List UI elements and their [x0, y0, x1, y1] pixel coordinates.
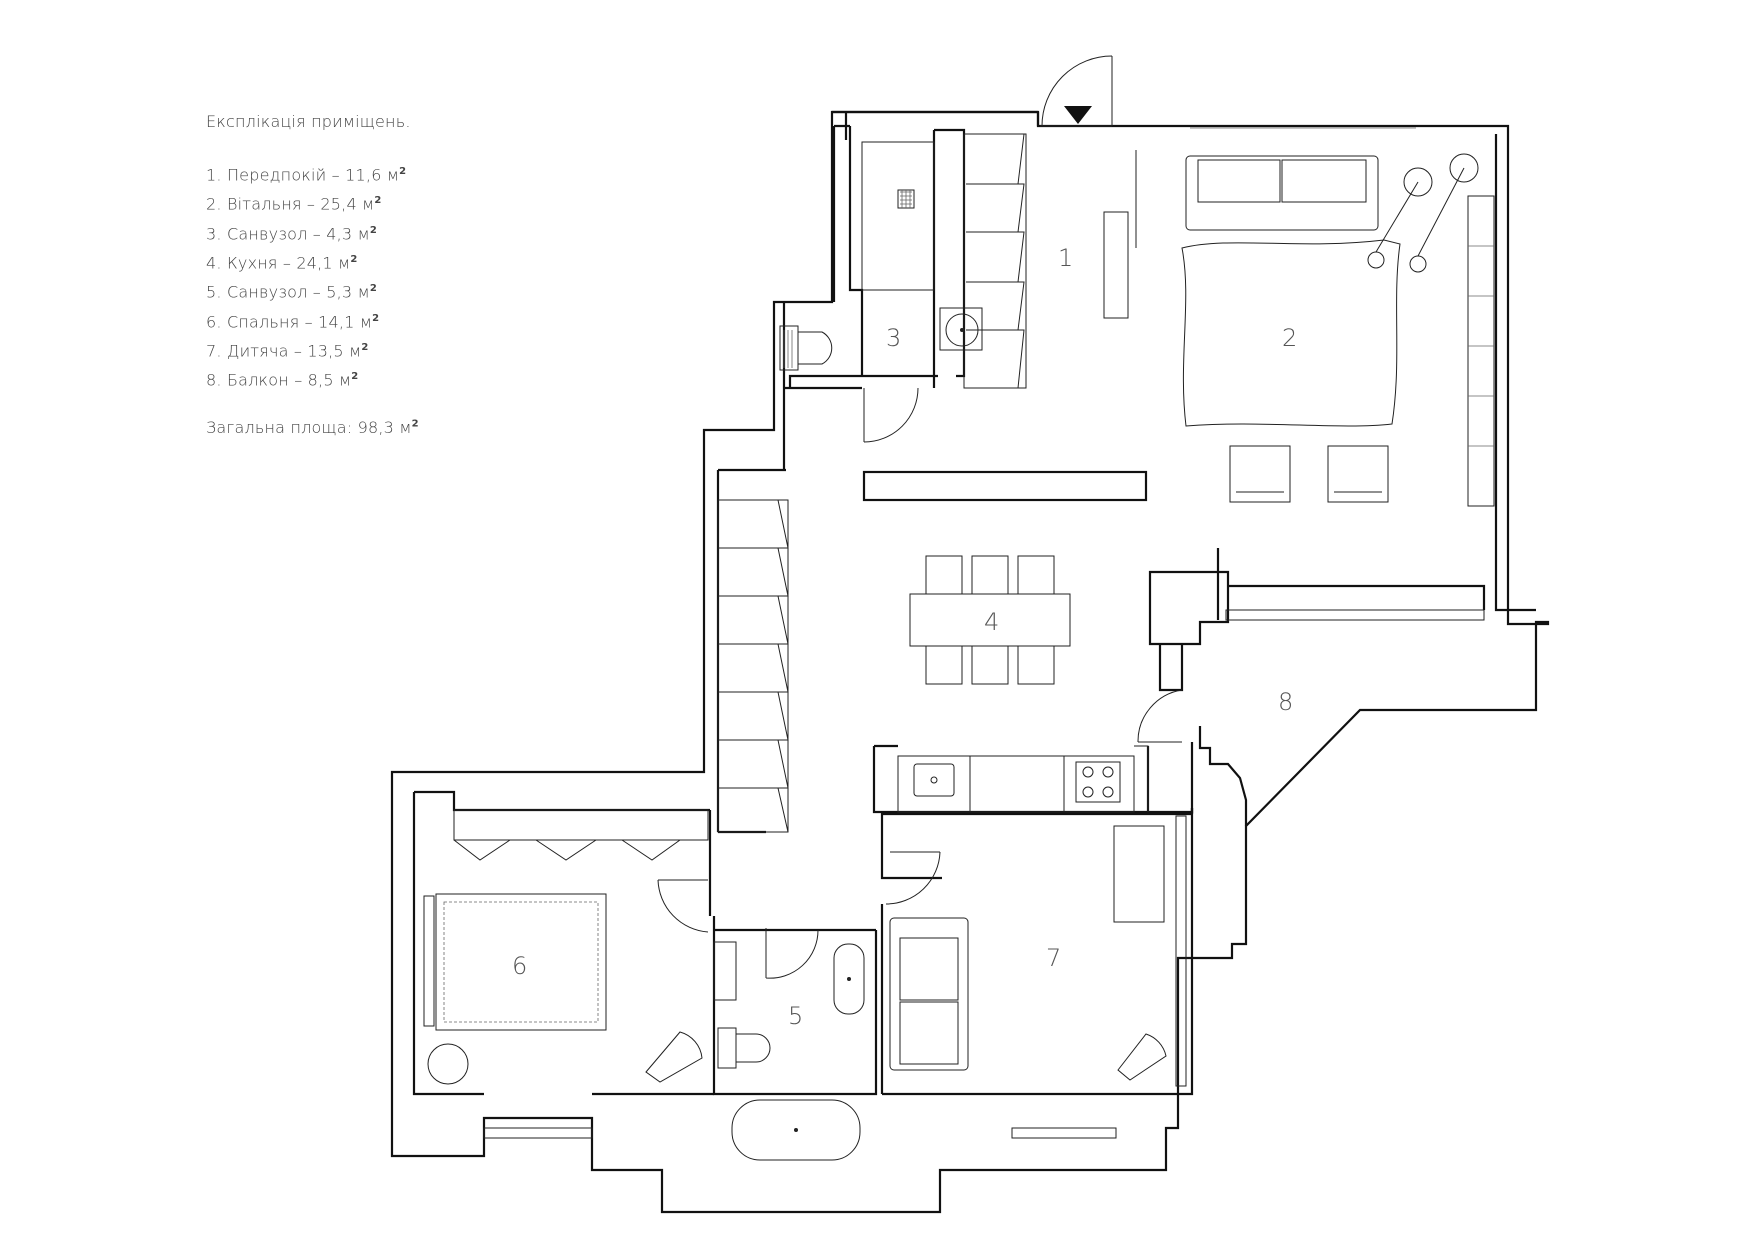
room-number-7: 7 — [1046, 944, 1061, 972]
room-numbers: 1 2 3 4 5 6 7 8 — [512, 244, 1297, 1030]
balcony-door — [1137, 689, 1183, 743]
bedroom-7-furniture — [885, 815, 1187, 1087]
bathtub-icon — [731, 1099, 861, 1161]
armchair-1 — [1229, 445, 1291, 503]
toilet-tank-3 — [779, 325, 799, 371]
room-number-8: 8 — [1278, 688, 1293, 716]
toilet-5-icon — [736, 1033, 771, 1063]
hall-furniture — [1103, 150, 1137, 319]
entrance-door — [1040, 55, 1113, 127]
cabinet-5 — [713, 941, 737, 1001]
bathroom-3-fixtures — [779, 141, 983, 443]
kitchen-partition — [862, 470, 1148, 502]
kitchen-sink-icon — [913, 763, 955, 797]
entrance-arrow-icon — [1064, 106, 1092, 124]
sink-5 — [833, 943, 865, 1015]
room-number-5: 5 — [788, 1002, 803, 1030]
desk-7 — [1113, 825, 1165, 923]
window-6 — [483, 1127, 593, 1139]
floor-lamp-1 — [1403, 167, 1433, 197]
toilet-3-icon — [798, 331, 833, 365]
balcony-column — [1148, 570, 1230, 646]
legend-item-3: 3. Санвузол – 4,3 м2 — [206, 223, 378, 243]
legend-title: Експлікація приміщень. — [206, 112, 411, 131]
legend-total-area: Загальна площа: 98,3 м2 — [206, 417, 419, 437]
outer-wall-outline — [390, 110, 1550, 1214]
room-number-4: 4 — [984, 608, 999, 636]
sink-3 — [939, 307, 983, 351]
sofa-living — [1185, 155, 1379, 231]
legend-item-6: 6. Спальня – 14,1 м2 — [206, 311, 380, 331]
legend-item-1: 1. Передпокій – 11,6 м2 — [206, 165, 407, 185]
bed-6 — [435, 893, 607, 1031]
bathroom-5-fixtures — [713, 928, 865, 1161]
wardrobe-6 — [453, 809, 709, 841]
chair-7 — [1117, 1033, 1167, 1081]
stove-icon — [1075, 761, 1121, 803]
window-balcony — [1225, 609, 1485, 621]
kitchen-wardrobe — [717, 499, 789, 833]
kitchen-counter — [897, 745, 1149, 813]
legend-item-2: 2. Вітальня – 25,4 м2 — [206, 194, 382, 214]
armchair-2 — [1327, 445, 1389, 503]
interior-walls — [412, 110, 1486, 1096]
room-legend: Експлікація приміщень. 1. Передпокій – 1… — [206, 112, 419, 437]
sofa-7 — [889, 917, 969, 1071]
chair-6 — [645, 1031, 703, 1083]
legend-item-4: 4. Кухня – 24,1 м2 — [206, 253, 358, 273]
legend-item-8: 8. Балкон – 8,5 м2 — [206, 370, 359, 390]
room-number-3: 3 — [886, 324, 901, 352]
living-room-furniture — [1181, 127, 1495, 507]
room-number-1: 1 — [1058, 244, 1073, 272]
bedroom-6-furniture — [423, 809, 709, 1139]
rug-living — [1181, 239, 1401, 427]
hall-wardrobe — [963, 133, 1027, 389]
window-7 — [1011, 1127, 1117, 1139]
window-living — [1467, 195, 1495, 507]
legend-item-5: 5. Санвузол – 5,3 м2 — [206, 282, 378, 302]
dining-table — [909, 555, 1071, 685]
room-number-6: 6 — [512, 952, 527, 980]
room-number-2: 2 — [1282, 324, 1297, 352]
floor-lamp-2 — [1449, 153, 1479, 183]
legend-item-7: 7. Дитяча – 13,5 м2 — [206, 341, 369, 361]
nightstand-6 — [427, 1043, 469, 1085]
outer-walls — [390, 110, 1550, 1214]
inner-wall-outline — [1216, 134, 1536, 620]
